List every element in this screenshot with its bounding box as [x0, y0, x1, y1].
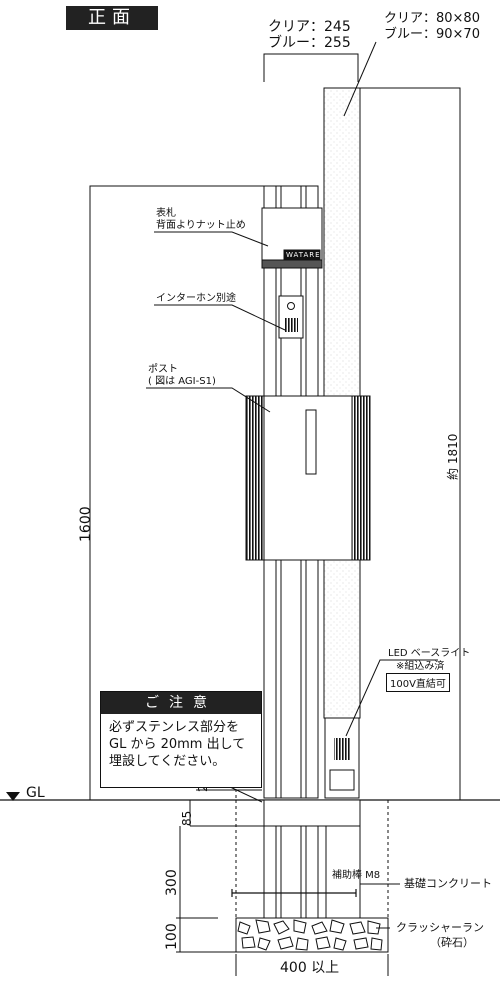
height-1600-label: 1600	[78, 506, 94, 542]
concrete-foundation	[189, 799, 361, 918]
led-note-2: 100V直結可	[386, 673, 450, 692]
post-note: ( 図は AGI-S1)	[148, 376, 216, 387]
width-blue-label: ブルー：255	[268, 35, 351, 51]
excavation-lines	[235, 742, 389, 918]
width-dimension	[263, 53, 359, 82]
view-title: 正面	[66, 6, 158, 30]
post-label: ポスト	[148, 364, 178, 375]
caution-line-1: 必ずステンレス部分を	[109, 720, 240, 735]
dim-400-label: 400 以上	[280, 960, 340, 976]
led-note-1: ※組込み済	[396, 661, 445, 672]
height-1810-dimension	[360, 87, 461, 800]
caution-line-2: GL から 20mm 出して	[109, 737, 246, 752]
intercom-unit	[278, 295, 304, 339]
buried-post	[263, 826, 319, 918]
height-1810-label: 約 1810	[446, 433, 460, 480]
gl-marker-icon	[6, 792, 20, 801]
anchor-bolt	[231, 889, 357, 897]
post-blue-label: ブルー：90×70	[384, 27, 480, 42]
foundation-label: 基礎コンクリート	[404, 877, 492, 890]
mailbox	[245, 395, 371, 561]
nameplate-label: 表札	[156, 208, 176, 219]
nameplate	[261, 207, 323, 269]
caution-box: ご注意 必ずステンレス部分を GL から 20mm 出して 埋設してください。	[100, 691, 262, 788]
dim-100-label: 100	[164, 923, 180, 950]
post-clear-label: クリア：80×80	[384, 11, 480, 26]
intercom-label: インターホン別途	[156, 293, 236, 304]
ground-level-label: GL	[26, 785, 45, 801]
crusher-label-1: クラッシャーラン	[396, 921, 484, 934]
height-1600-dimension	[89, 185, 264, 800]
nameplate-note: 背面よりナット止め	[156, 220, 246, 231]
dim-300-label: 300	[164, 869, 180, 896]
bolt-label: 補助棒 M8	[332, 870, 381, 881]
crusher-label-2: （砕石）	[430, 936, 474, 949]
caution-title: ご注意	[101, 692, 261, 714]
width-clear-label: クリア：245	[268, 19, 351, 35]
dim-85-label: 85	[180, 810, 194, 826]
leader-lines	[146, 41, 438, 929]
crushed-stone	[235, 917, 389, 953]
width-400-dimension	[235, 954, 389, 976]
caution-line-3: 埋設してください。	[109, 754, 226, 769]
led-title: LED ベースライト	[388, 648, 471, 659]
depth-dimensions	[176, 789, 262, 953]
led-base-light	[324, 717, 360, 799]
nameplate-brand: WATARE	[286, 251, 321, 259]
